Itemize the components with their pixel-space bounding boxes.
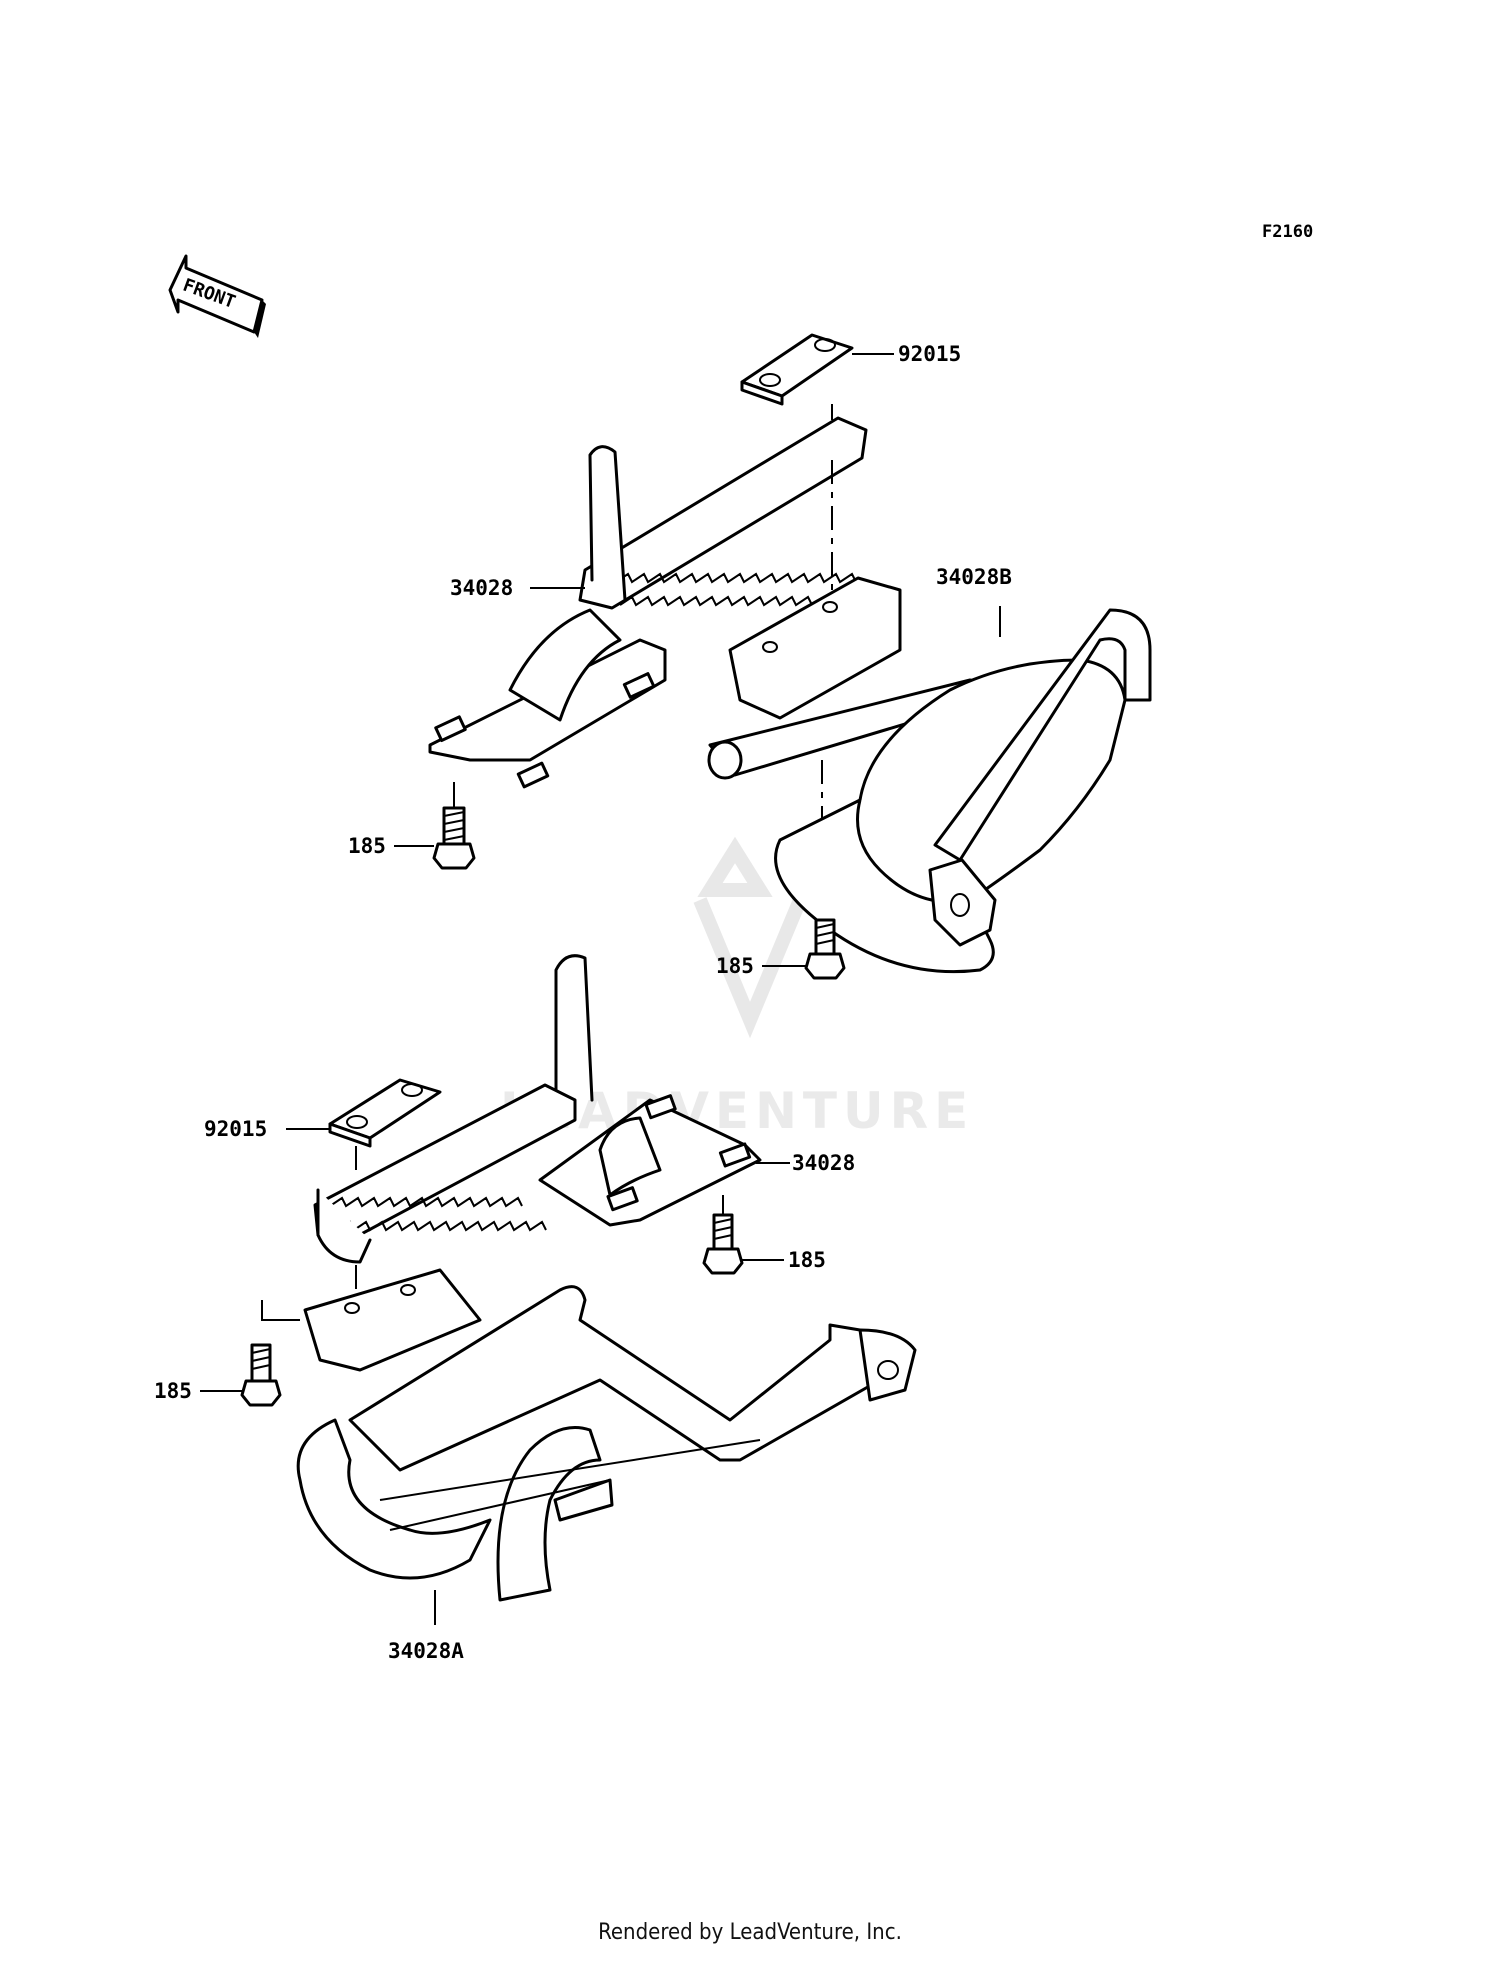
- bottom-step-34028: [313, 954, 762, 1264]
- bottom-pad-92015: [328, 1078, 442, 1148]
- callout-bottom-step: 34028: [792, 1151, 855, 1175]
- callout-bottom-bolt-right: 185: [788, 1248, 826, 1272]
- diagram-code: F2160: [1262, 222, 1313, 242]
- callout-bottom-pad: 92015: [204, 1117, 267, 1141]
- callout-bottom-guard: 34028A: [388, 1639, 464, 1663]
- bottom-guard-34028A: [296, 1268, 917, 1602]
- callout-top-step: 34028: [450, 576, 513, 600]
- top-bolt-left-185: [432, 782, 476, 870]
- callout-bottom-bolt-left: 185: [154, 1379, 192, 1403]
- bottom-bolt-right-185: [702, 1195, 744, 1275]
- front-arrow-icon: FRONT: [168, 254, 266, 338]
- callout-top-bolt-left: 185: [348, 834, 386, 858]
- callout-top-guard: 34028B: [936, 565, 1012, 589]
- top-pad-92015: [740, 333, 854, 406]
- top-bolt-right-185: [804, 918, 846, 980]
- bottom-bolt-left-185: [240, 1300, 300, 1407]
- callout-top-pad: 92015: [898, 342, 961, 366]
- callout-top-bolt-right: 185: [716, 954, 754, 978]
- top-guard-34028B: [707, 576, 1152, 974]
- top-step-34028: [428, 416, 868, 789]
- footer-credit: Rendered by LeadVenture, Inc.: [598, 1920, 902, 1945]
